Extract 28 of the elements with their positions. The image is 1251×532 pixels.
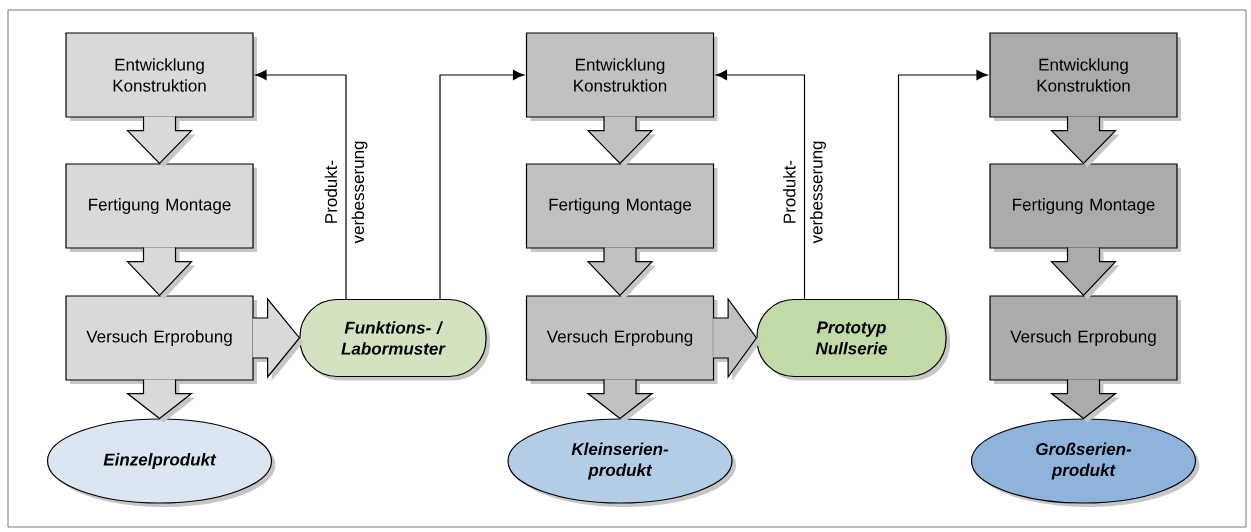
process-box: Entwicklung Konstruktion [525,32,718,121]
rounded-box: Prototyp Nullserie [756,298,950,381]
edge-label: Produkt- verbesserung [324,141,368,244]
block-arrow [586,247,656,300]
arrow [715,70,806,300]
block-arrow [586,379,656,423]
block-arrow [586,116,656,168]
block-arrow [1050,116,1120,168]
block-arrow [125,379,196,423]
process-box: Versuch Erprobung [989,295,1181,384]
arrow [255,70,347,300]
process-box: Entwicklung Konstruktion [989,32,1181,121]
rounded-box: Funktions- / Labormuster [299,298,490,381]
block-arrow [126,116,196,168]
process-box: Entwicklung Konstruktion [65,32,257,121]
process-box: Fertigung Montage [65,163,257,252]
arrow [897,70,988,300]
process-box: Versuch Erprobung [65,295,257,384]
block-arrow [126,247,196,300]
edge-label: Produkt- verbesserung [783,141,826,244]
block-arrow [1050,247,1120,300]
block-arrow [252,297,304,381]
block-arrow [712,297,761,381]
block-arrow [1049,379,1120,423]
process-box: Fertigung Montage [525,163,718,252]
process-box: Fertigung Montage [989,163,1181,252]
process-box: Versuch Erprobung [525,295,718,384]
arrow [439,70,525,300]
